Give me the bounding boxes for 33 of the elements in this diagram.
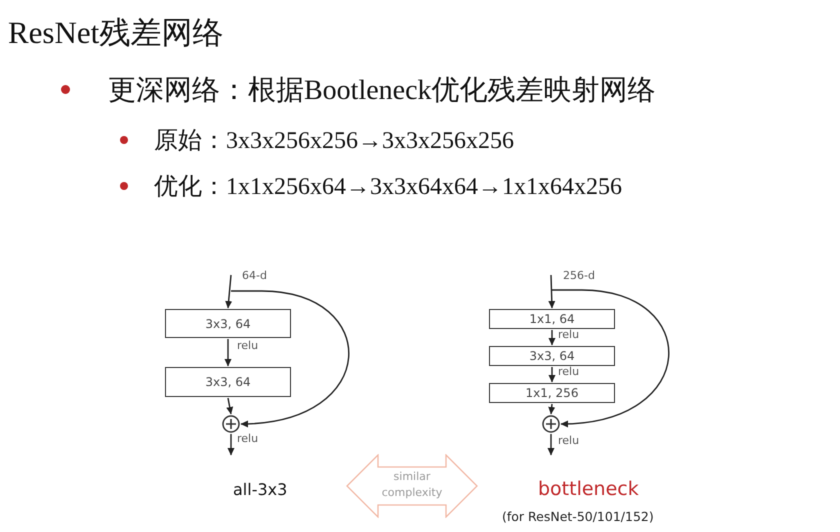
arrow <box>548 404 556 414</box>
arrow <box>551 289 670 427</box>
caption-note: (for ResNet-50/101/152) <box>502 509 654 524</box>
arrow <box>225 274 232 308</box>
title: ResNet残差网络 <box>8 14 224 52</box>
edge-label: relu <box>557 366 580 378</box>
layer-box: 1x1, 64 <box>489 309 615 329</box>
arrow <box>224 339 232 366</box>
edge-label: 256-d <box>562 270 596 282</box>
caption: bottleneck <box>538 478 639 500</box>
bullet-text: 原始：3x3x256x256→3x3x256x256 <box>154 127 514 156</box>
edge-label: relu <box>236 340 260 352</box>
caption: all-3x3 <box>233 480 288 499</box>
double-arrow: similar complexity <box>346 454 478 518</box>
edge-label: relu <box>557 435 580 447</box>
arrow <box>548 274 556 308</box>
bullet-text: 更深网络：根据Bootleneck优化残差映射网络 <box>108 74 656 108</box>
edge-label: 64-d <box>241 270 268 282</box>
edge-label: relu <box>557 329 580 341</box>
arrow <box>228 434 234 456</box>
edge-label: relu <box>236 433 260 445</box>
arrow <box>548 434 554 456</box>
arrow <box>548 367 556 382</box>
layer-box: 3x3, 64 <box>165 367 291 397</box>
sum-circle <box>222 415 240 433</box>
arrow <box>231 290 350 427</box>
sum-circle <box>542 415 560 433</box>
layer-box: 3x3, 64 <box>489 346 615 366</box>
layer-box: 3x3, 64 <box>165 309 291 338</box>
bullet-text: 优化：1x1x256x64→3x3x64x64→1x1x64x256 <box>154 173 622 202</box>
layer-box: 1x1, 256 <box>489 383 615 403</box>
arrow <box>548 330 556 346</box>
arrow <box>226 398 234 414</box>
